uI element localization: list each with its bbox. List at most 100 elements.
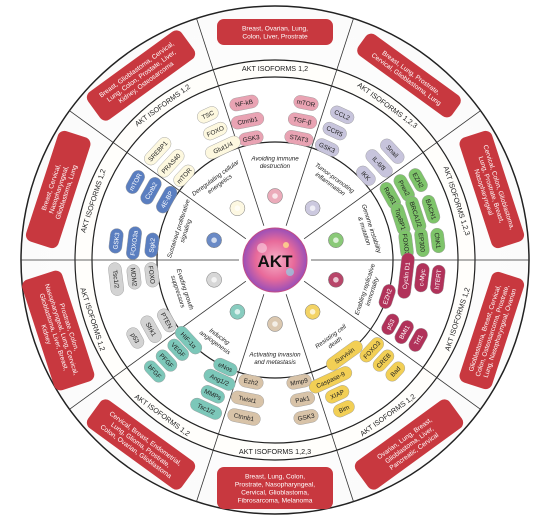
gene-pill-background <box>238 373 264 390</box>
isoform-label: AKT ISOFORMS 1,2,3 <box>239 447 311 456</box>
gene-pill-text: Cyclin D1 <box>402 261 412 289</box>
gene-pill: Ezh2 <box>238 373 264 390</box>
gene-pill: IKK <box>356 165 376 186</box>
sector-divider <box>285 18 354 226</box>
gene-pill-background <box>230 390 265 408</box>
akt-cell-dot-icon <box>283 242 289 248</box>
gene-pill-text: TGF-β <box>293 116 313 127</box>
gene-pill: TGF-β <box>287 112 318 129</box>
gene-pill-text: GSK3 <box>112 232 121 250</box>
sector-dividers <box>21 18 529 502</box>
gene-pill-background <box>330 105 355 124</box>
gene-pill-background <box>381 313 400 335</box>
gene-pill-text: FOXO <box>147 265 156 284</box>
gene-pill-background <box>140 315 162 343</box>
gene-pill: CCL2 <box>330 105 355 124</box>
gene-pill-text: FOXO3a <box>130 230 140 256</box>
hallmark-icon-core <box>333 237 339 243</box>
gene-pill-background <box>126 264 142 290</box>
gene-pill: Prex2 <box>393 174 415 202</box>
gene-pill-background <box>167 338 189 361</box>
cancer-badge-background <box>354 399 464 490</box>
gene-pill-text: Twist1 <box>238 395 258 405</box>
sector-divider <box>196 294 265 502</box>
hallmark-icon <box>206 272 222 288</box>
gene-pill-background <box>287 112 318 129</box>
gene-pill: CCR5 <box>322 121 347 141</box>
gene-pill-text: Ctnnb1 <box>233 412 255 423</box>
isoform-label: AKT ISOFORMS 1,2 <box>242 64 308 73</box>
gene-pill-background <box>430 264 446 295</box>
gene-pill: Mmp9 <box>286 373 312 390</box>
gene-pill-text: hTERT <box>434 269 443 290</box>
gene-pill: Bad <box>385 361 406 382</box>
gene-pill-background <box>333 400 355 418</box>
gene-pill-background <box>315 138 340 157</box>
hallmark-icon <box>328 232 344 248</box>
gene-pill-background <box>308 366 353 394</box>
gene-pill: EZH2 <box>378 284 396 309</box>
gene-pill-background <box>286 373 312 390</box>
gene-pill: hTERT <box>430 264 446 295</box>
sector-divider <box>69 110 247 240</box>
gene-pill-background <box>229 94 259 112</box>
gene-pill: PTEN <box>157 308 177 333</box>
hallmark-icon <box>304 304 321 320</box>
cancer-badge-background <box>86 30 196 121</box>
gene-pill: GSK3 <box>293 409 319 425</box>
cancer-badge-text: Cervical, Glioblastoma, <box>241 490 309 497</box>
gene-pill-background <box>414 227 430 258</box>
cancer-badge-background <box>25 130 91 249</box>
gene-pill-background <box>380 138 405 164</box>
sector-divider <box>303 280 481 410</box>
cancer-badge-background <box>459 130 525 249</box>
gene-pill: Cyclin D1 <box>397 252 415 299</box>
cancer-badge: Breast, Ovarian, Lung,Colon, Liver, Pros… <box>217 19 333 45</box>
gene-pill-text: Mmp9 <box>290 377 309 387</box>
gene-pill-background <box>156 185 178 214</box>
gene-pill-background <box>213 357 238 377</box>
cancer-badge-background <box>86 399 196 490</box>
hallmark-icon <box>229 200 246 216</box>
gene-pill: XIAP <box>325 385 350 404</box>
gene-pill-text: Tsc1/2 <box>111 270 120 290</box>
cancer-badge-text: Breast, Ovarian, Lung, <box>242 26 308 33</box>
gene-pill-background <box>293 409 319 425</box>
gene-pill-text: MDM2 <box>129 267 138 287</box>
gene-pill-background <box>385 361 406 382</box>
gene-pill: Snail <box>380 138 405 164</box>
gene-pill: Trf1 <box>408 328 428 352</box>
gene-pill-text: p53 <box>385 318 397 331</box>
cancer-badge-text: Fibrosarcoma, Melanoma <box>238 498 313 505</box>
gene-pill: Pak1 <box>290 391 315 408</box>
gene-pill: GSK3 <box>108 228 124 254</box>
gene-pill: Rad51 <box>379 182 401 210</box>
gene-pill-background <box>284 130 314 147</box>
gene-pill-background <box>205 135 241 160</box>
gene-pill-background <box>125 170 145 194</box>
sector-divider <box>196 18 265 226</box>
cancer-badge-text: Prostrate, Nasopharyngeal, <box>235 482 315 489</box>
hallmark-icon-core <box>234 205 241 211</box>
gene-pill-background <box>326 340 363 371</box>
gene-pill: FOXO <box>144 262 160 288</box>
akt-center-label: AKT <box>258 252 294 271</box>
gene-pill-background <box>372 349 395 372</box>
sector-divider <box>69 280 247 410</box>
akt-cell-dot-icon <box>257 243 267 253</box>
gene-pill-text: Sgk2 <box>148 237 157 253</box>
hallmark-icon <box>267 188 283 204</box>
gene-pill: Glut1/4 <box>205 135 241 160</box>
gene-pill: MMPs <box>200 385 225 404</box>
gene-pill-background <box>143 360 166 383</box>
gene-pill: TSC <box>197 106 219 124</box>
gene-pill: Twist1 <box>230 390 265 408</box>
gene-pill-background <box>430 227 446 254</box>
gene-pill: Bim <box>333 400 355 418</box>
gene-pill-text: Pak1 <box>295 395 311 405</box>
gene-pill: Tsc1/2 <box>108 262 124 296</box>
gene-pill: 4E-BP <box>156 185 178 214</box>
